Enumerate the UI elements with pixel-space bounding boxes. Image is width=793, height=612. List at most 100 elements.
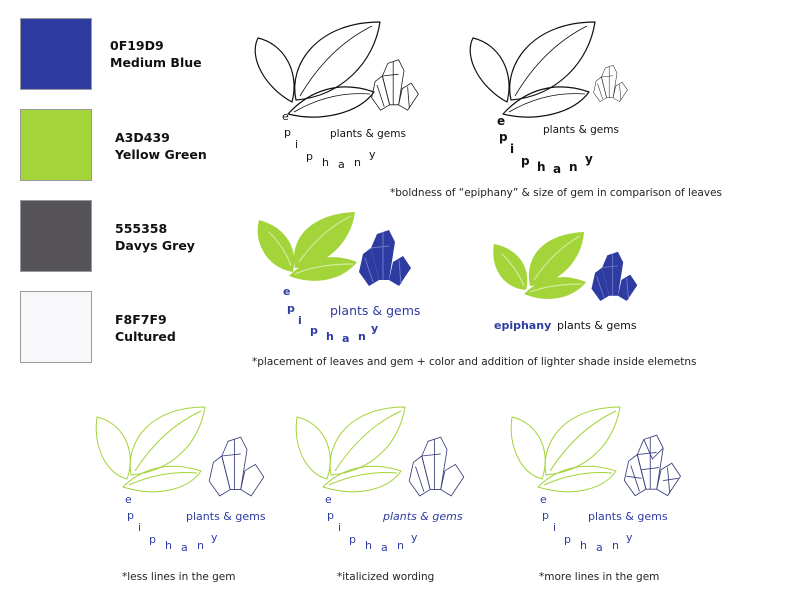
logo-letter: p [287,302,295,315]
logo-letter: h [537,160,546,174]
logo-color-curve-graphic [257,212,411,286]
logo-letter: n [612,539,619,552]
leaf-top [509,21,596,101]
leaf-vein [299,25,373,97]
leaf-left [254,37,295,103]
logo-thin-a-graphic [95,406,265,497]
leaf-vein [334,410,402,472]
leaf-left [510,416,546,480]
leaf-vein [134,410,202,472]
leaf-vein [298,215,352,263]
logo-color-curve: e p i p h a n y plants & gems [253,210,443,350]
logo-letter: y [369,148,376,161]
logo-letter: a [338,158,345,171]
logo-letter: i [510,142,515,156]
logo-thin-c-graphic [510,406,681,497]
logo-tagline: plants & gems [383,510,463,523]
leaf-bottom [537,465,617,493]
leaf-left [295,416,331,480]
leaf-top [544,406,621,476]
logo-letter: a [342,332,350,345]
leaf-vein [549,410,617,472]
gem-outline [593,64,628,103]
leaf-bottom [289,257,357,281]
leaf-top [329,406,406,476]
leaf-left [493,244,528,290]
logo-thin-b-graphic [295,406,465,497]
gem-outline [371,59,419,111]
logo-tagline: plants & gems [330,128,406,140]
leaf-bottom [122,465,202,493]
swatch-yellow-green [20,109,92,181]
logo-letter: y [411,531,418,544]
logo-tagline: plants & gems [186,510,266,523]
leaf-left [95,416,131,480]
logo-letter: i [298,314,302,327]
leaf-vein [533,235,581,281]
logo-letter: i [553,521,557,534]
leaf-bottom [322,465,402,493]
logo-thin-a: e p i p h a n y plants & gems [93,405,273,565]
logo-outline-b-graphic [469,21,628,118]
leaf-vein [128,472,198,486]
leaf-top [293,212,355,268]
logo-letter: h [365,539,372,552]
note-row3-more-lines: *more lines in the gem [539,571,660,583]
leaf-left [257,220,295,272]
logo-thin-b: e p i p h a n y plants & gems [293,405,473,565]
logo-letter: p [306,150,313,163]
swatch-name-davys-grey: Davys Grey [115,238,195,253]
logo-letter: e [125,493,132,506]
leaf-vein [543,472,613,486]
leaf-vein [328,472,398,486]
logo-letter: p [284,126,291,139]
swatch-name-cultured: Cultured [115,329,176,344]
logo-letter: e [497,114,506,128]
logo-letter: i [338,521,342,534]
logo-letter: p [564,533,571,546]
swatch-hex-yellow-green: A3D439 [115,130,170,145]
logo-thin-c: e p i p h a n y plants & gems [508,405,688,565]
logo-letter: n [197,539,204,552]
logo-letter: p [349,533,356,546]
gem-outline [623,434,681,497]
gem-outline [408,436,465,497]
logo-letter: p [149,533,156,546]
leaf-vein [508,93,586,113]
logo-letter: e [282,110,289,123]
logo-tagline: plants & gems [588,510,668,523]
logo-letter: h [580,539,587,552]
logo-tagline: plants & gems [543,124,619,136]
logo-letter: y [585,152,593,166]
leaf-top [528,232,584,286]
logo-letter: n [397,539,404,552]
leaf-vein [294,263,354,275]
swatch-cultured [20,291,92,363]
gem-outline [208,436,265,497]
logo-letter: i [295,138,299,151]
logo-letter: n [354,156,361,169]
logo-outline-a: e p i p h a n y plants & gems [248,18,428,178]
leaf-vein [514,25,588,97]
logo-letter: a [553,162,562,176]
gem-filled [591,251,638,302]
logo-letter: n [569,160,578,174]
note-row3-italic: *italicized wording [337,571,435,583]
logo-letter: p [542,509,549,522]
logo-letter: y [626,531,633,544]
logo-tagline: plants & gems [330,303,421,318]
note-row2: *placement of leaves and gem + color and… [252,356,697,368]
logo-letter: p [521,154,530,168]
leaf-top [129,406,206,476]
logo-outline-b: e p i p h a n y plants & gems [463,18,643,178]
leaf-vein [529,283,583,293]
logo-letter: p [310,324,318,337]
logo-letter: n [358,330,366,343]
logo-color-inline: epiphany plants & gems [490,230,650,340]
logo-letter: p [127,509,134,522]
logo-letter: h [322,156,329,169]
logo-letter: h [326,330,334,343]
logo-letter: a [596,541,603,554]
logo-color-inline-graphic [493,232,638,302]
leaf-vein [293,93,371,113]
